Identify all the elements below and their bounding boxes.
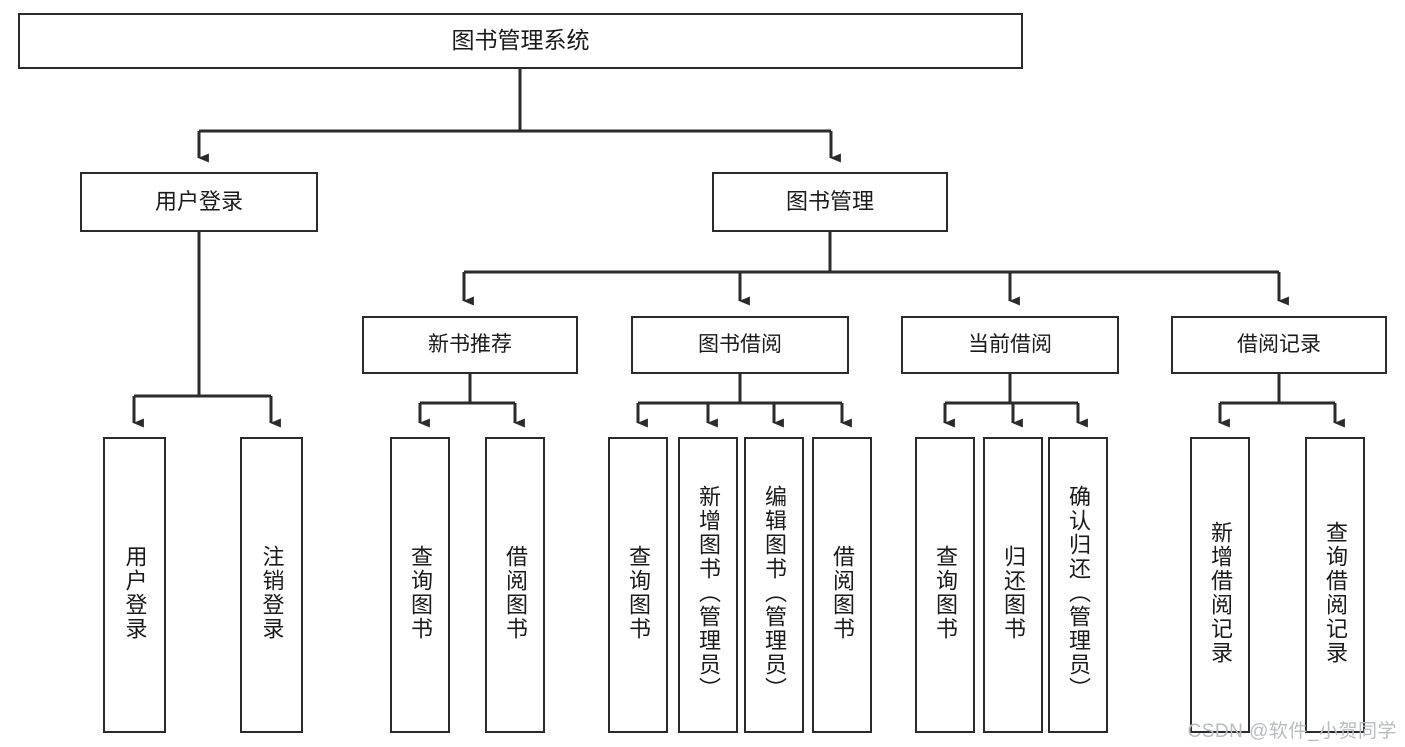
node-leaf-user-login-label: 用户登录: [122, 545, 148, 641]
node-leaf-user-login[interactable]: 用户登录: [103, 437, 166, 733]
node-borrow-record[interactable]: 借阅记录: [1171, 316, 1387, 374]
node-leaf-add-book-label: 新增图书（管理员）: [696, 485, 721, 701]
node-leaf-edit-book-label: 编辑图书（管理员）: [762, 485, 787, 701]
node-leaf-add-book[interactable]: 新增图书（管理员）: [678, 437, 738, 733]
node-leaf-logout-label: 注销登录: [259, 545, 285, 641]
node-user-login-label: 用户登录: [154, 189, 243, 215]
node-current-borrow[interactable]: 当前借阅: [901, 316, 1119, 374]
node-leaf-confirm-return[interactable]: 确认归还（管理员）: [1048, 437, 1108, 733]
node-leaf-query-book-borrow[interactable]: 查询图书: [608, 437, 668, 733]
node-leaf-logout[interactable]: 注销登录: [240, 437, 303, 733]
node-leaf-add-record[interactable]: 新增借阅记录: [1190, 437, 1250, 733]
node-new-book-rec[interactable]: 新书推荐: [362, 316, 578, 374]
node-leaf-query-book-rec-label: 查询图书: [408, 545, 433, 641]
node-leaf-borrow-book-rec-label: 借阅图书: [503, 545, 528, 641]
node-leaf-query-book-borrow-label: 查询图书: [626, 545, 651, 641]
node-root-system[interactable]: 图书管理系统: [18, 13, 1023, 69]
node-leaf-query-book-rec[interactable]: 查询图书: [390, 437, 450, 733]
node-leaf-borrow-book-label: 借阅图书: [830, 545, 855, 641]
node-leaf-query-record[interactable]: 查询借阅记录: [1305, 437, 1365, 733]
node-leaf-borrow-book[interactable]: 借阅图书: [812, 437, 872, 733]
node-leaf-query-book-cur[interactable]: 查询图书: [915, 437, 975, 733]
node-book-manage[interactable]: 图书管理: [712, 172, 948, 232]
node-leaf-query-book-cur-label: 查询图书: [933, 545, 958, 641]
node-book-manage-label: 图书管理: [785, 189, 874, 215]
node-root-system-label: 图书管理系统: [451, 27, 590, 54]
node-leaf-add-record-label: 新增借阅记录: [1208, 521, 1233, 665]
node-user-login[interactable]: 用户登录: [80, 172, 318, 232]
node-new-book-rec-label: 新书推荐: [428, 332, 512, 356]
node-leaf-borrow-book-rec[interactable]: 借阅图书: [485, 437, 545, 733]
node-leaf-return-book-label: 归还图书: [1001, 545, 1026, 641]
node-book-borrow-label: 图书借阅: [698, 332, 782, 356]
node-leaf-confirm-return-label: 确认归还（管理员）: [1066, 485, 1091, 701]
node-book-borrow[interactable]: 图书借阅: [631, 316, 849, 374]
node-current-borrow-label: 当前借阅: [968, 332, 1052, 356]
node-leaf-query-record-label: 查询借阅记录: [1323, 521, 1348, 665]
node-leaf-return-book[interactable]: 归还图书: [983, 437, 1043, 733]
node-borrow-record-label: 借阅记录: [1237, 332, 1321, 356]
node-leaf-edit-book[interactable]: 编辑图书（管理员）: [744, 437, 804, 733]
